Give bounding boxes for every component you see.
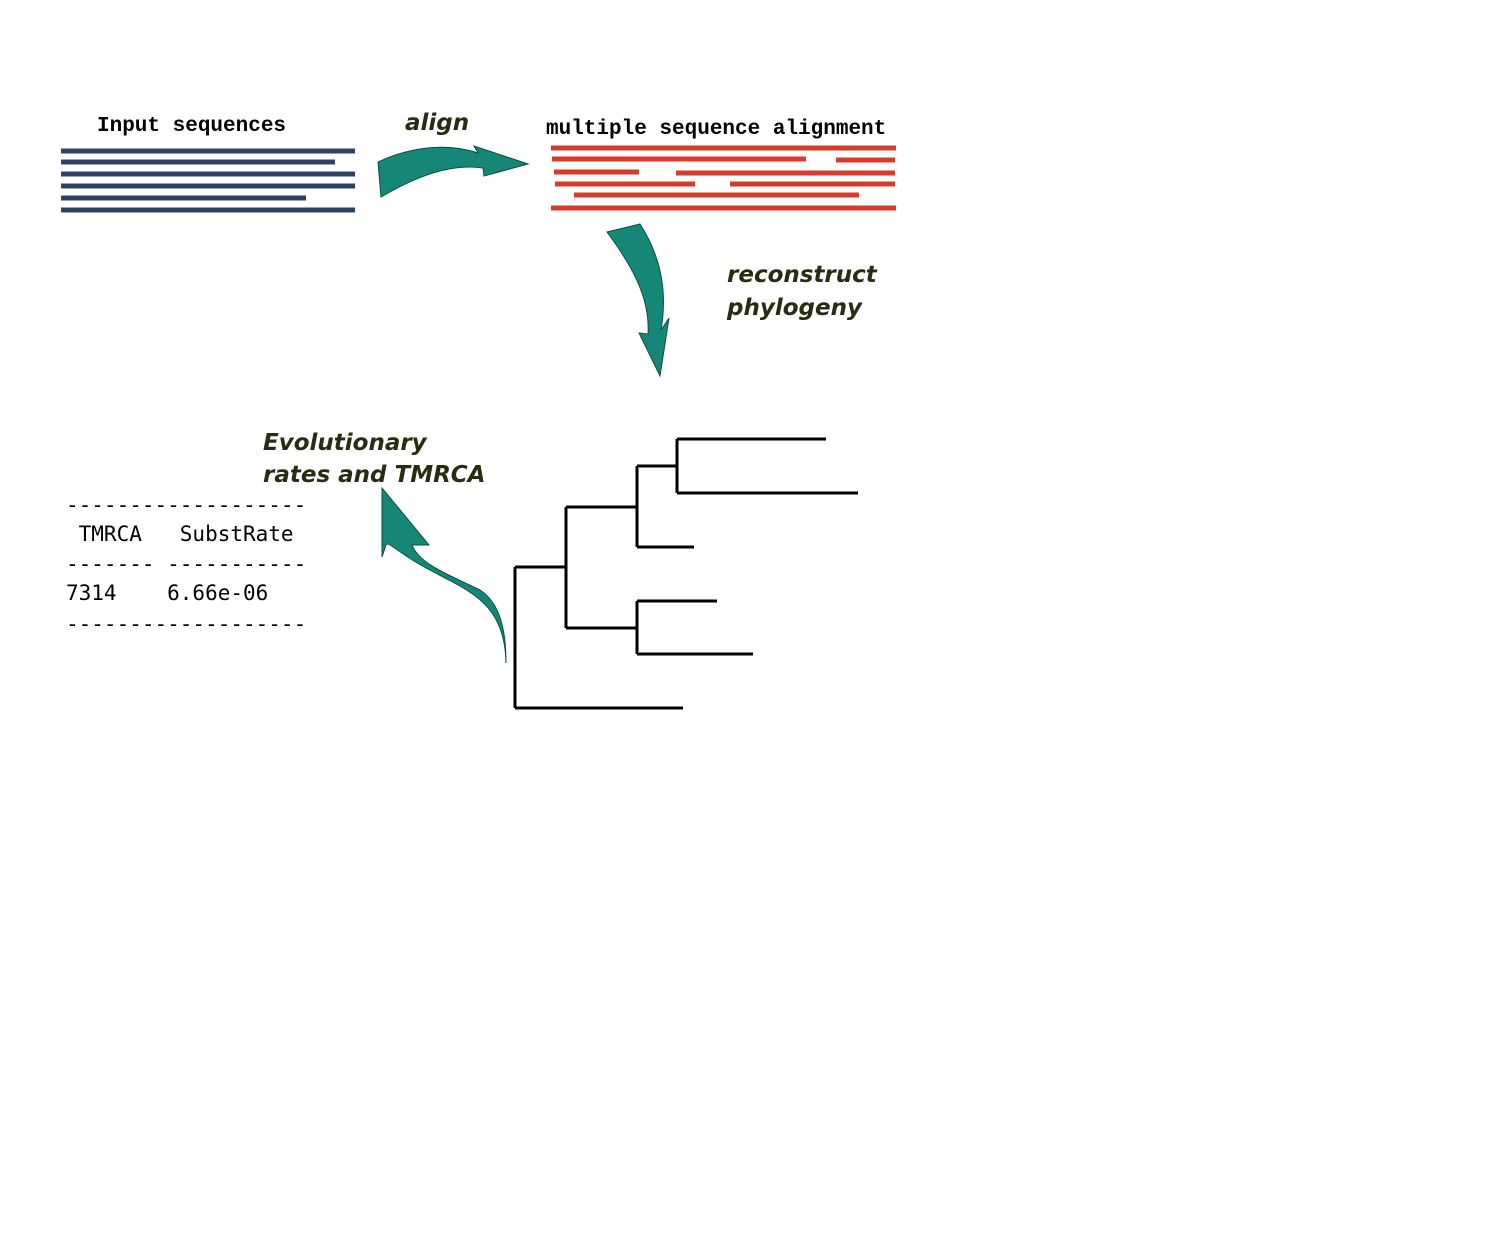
curved-arrow-right-icon xyxy=(377,145,530,198)
results-table-top-rule: ------------------- xyxy=(66,493,306,517)
phylogenetic-tree xyxy=(513,437,858,710)
alignment-lines xyxy=(551,145,896,211)
input-sequence-lines xyxy=(61,148,355,213)
curved-arrow-down-icon xyxy=(606,223,670,378)
results-table-row: 7314 6.66e-06 xyxy=(66,581,268,605)
rates-step-label-line-1: Evolutionary xyxy=(263,430,428,456)
results-table-header: TMRCA SubstRate xyxy=(66,522,294,546)
curved-arrow-up-icon xyxy=(381,486,507,664)
input-sequences-title: Input sequences xyxy=(97,115,286,138)
align-step-label: align xyxy=(405,110,469,136)
results-table: ------------------- TMRCA SubstRate ----… xyxy=(66,493,306,636)
results-table-bottom-rule: ------------------- xyxy=(66,612,306,636)
rates-step-label-line-2: rates and TMRCA xyxy=(263,462,486,488)
alignment-title: multiple sequence alignment xyxy=(546,118,886,141)
reconstruct-step-label-line-2: phylogeny xyxy=(726,295,863,321)
results-table-mid-rule: ------- ----------- xyxy=(66,552,306,576)
reconstruct-step-label-line-1: reconstruct xyxy=(727,262,878,288)
